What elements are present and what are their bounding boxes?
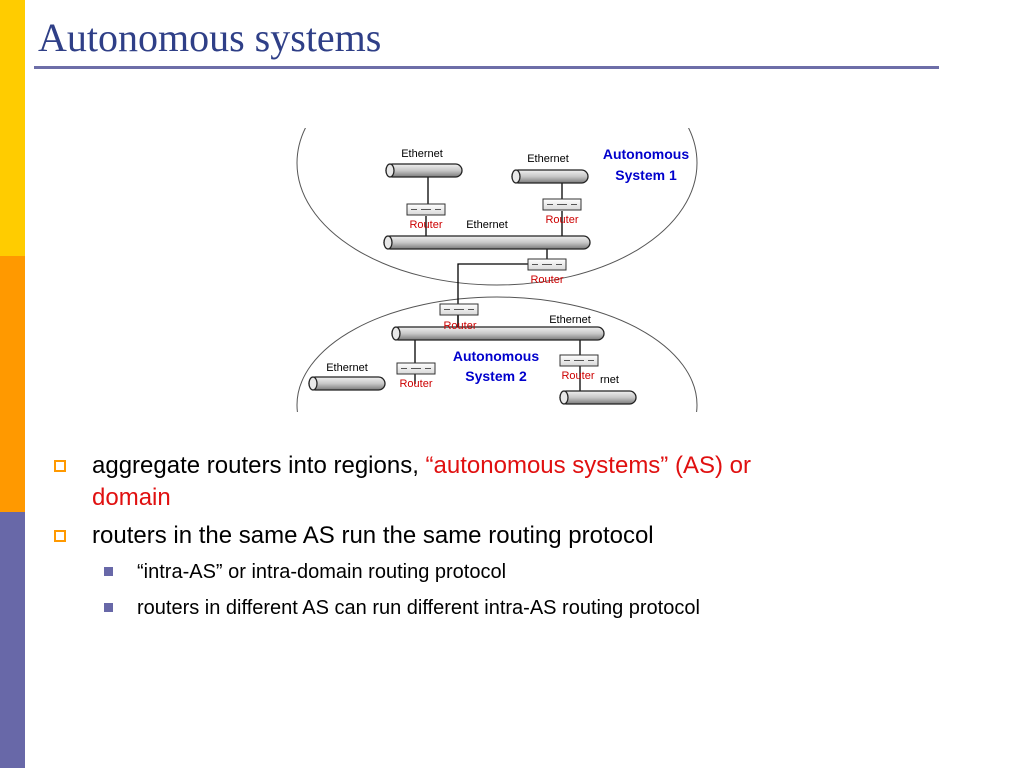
bullet-item: routers in the same AS run the same rout…: [52, 520, 972, 552]
ethernet-label: Ethernet: [326, 362, 368, 374]
accent-bar-yellow: [0, 0, 25, 256]
ethernet-label: Ethernet: [527, 153, 569, 165]
as1-label-line2: System 1: [615, 167, 677, 183]
sub-bullet-text: routers in different AS can run differen…: [137, 597, 700, 619]
router-label: Router: [545, 214, 578, 226]
as1-boundary: [296, 128, 698, 286]
ethernet-cable: [391, 326, 605, 341]
ethernet-cable: [559, 390, 637, 405]
hollow-square-bullet-icon: [54, 530, 66, 542]
router-icon: [396, 362, 436, 375]
sub-bullet-item: routers in different AS can run differen…: [52, 594, 972, 622]
as2-label-line1: Autonomous: [453, 348, 540, 364]
router-label: Router: [409, 219, 442, 231]
ethernet-cable: [383, 235, 591, 250]
slide-title: Autonomous systems: [38, 15, 382, 60]
as-network-diagram: Ethernet Ethernet Ethernet Ethernet Ethe…: [296, 128, 698, 412]
bullet-text: routers in the same AS run the same rout…: [92, 522, 654, 549]
ethernet-cable: [511, 169, 589, 184]
router-icon: [439, 303, 479, 316]
router-icon: [542, 198, 582, 211]
router-icon: [559, 354, 599, 367]
left-accent-bar: [0, 0, 25, 768]
bullet-list: aggregate routers into regions, “autonom…: [52, 450, 972, 630]
sub-bullet-item: “intra-AS” or intra-domain routing proto…: [52, 558, 972, 586]
bullet-item: aggregate routers into regions, “autonom…: [52, 450, 972, 514]
router-label: Router: [443, 320, 476, 332]
hollow-square-bullet-icon: [54, 460, 66, 472]
title-underline: [34, 66, 939, 69]
ethernet-label: Ethernet: [466, 219, 508, 231]
router-icon: [527, 258, 567, 271]
as1-label-line1: Autonomous: [603, 146, 690, 162]
bullet-emphasis: domain: [92, 484, 171, 511]
router-label: Router: [399, 378, 432, 390]
ethernet-label-partial: rnet: [600, 374, 619, 386]
ethernet-cable: [385, 163, 463, 178]
router-icon: [406, 203, 446, 216]
sub-bullet-text: “intra-AS” or intra-domain routing proto…: [137, 561, 507, 583]
router-label: Router: [530, 274, 563, 286]
filled-square-bullet-icon: [104, 567, 113, 576]
accent-bar-orange: [0, 256, 25, 512]
bullet-text: aggregate routers into regions,: [92, 452, 426, 479]
bullet-emphasis: “autonomous systems” (AS) or: [425, 452, 751, 479]
router-label: Router: [561, 370, 594, 382]
ethernet-label: Ethernet: [401, 148, 443, 160]
filled-square-bullet-icon: [104, 603, 113, 612]
accent-bar-purple: [0, 512, 25, 768]
as2-label-line2: System 2: [465, 368, 527, 384]
as2-boundary: [296, 296, 698, 412]
ethernet-label: Ethernet: [549, 314, 591, 326]
ethernet-cable: [308, 376, 386, 391]
